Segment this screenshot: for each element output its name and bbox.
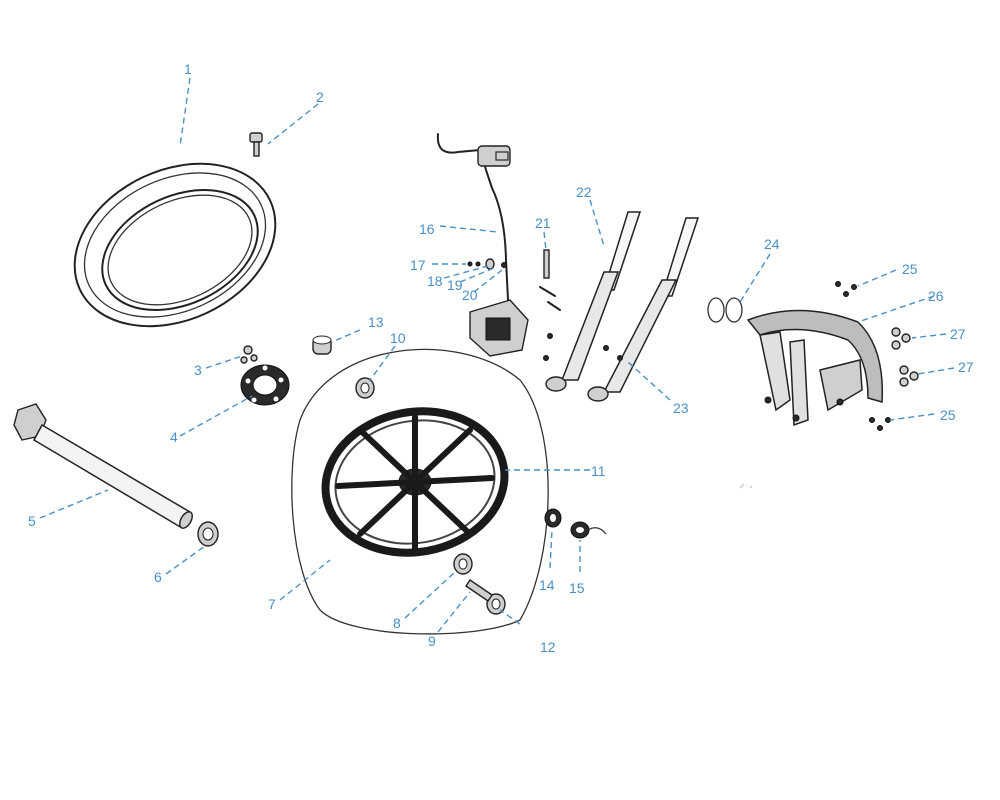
wheel-group-outline [291, 348, 549, 635]
callout-6: 6 [154, 569, 162, 585]
front-fork-left-illustration [545, 211, 642, 392]
fender-screws-top-illustration [835, 281, 857, 297]
callout-10: 10 [390, 330, 406, 346]
callout-26: 26 [928, 288, 944, 304]
wheel-rim-illustration [321, 407, 509, 557]
caliper-illustration [469, 299, 529, 357]
fender-washers-upper-illustration [891, 327, 911, 350]
callout-16: 16 [419, 221, 435, 237]
leader-lines [39, 77, 955, 633]
fender-washers-lower-illustration [899, 365, 919, 387]
callout-24: 24 [764, 236, 780, 252]
callout-23: 23 [673, 400, 689, 416]
callout-4: 4 [170, 429, 178, 445]
speedo-drive-illustration [570, 521, 607, 539]
callout-labels: 1 2 3 4 5 6 7 8 9 10 11 12 13 14 15 16 1… [28, 61, 974, 655]
clip-pair-illustration [707, 297, 743, 323]
inner-spacer-illustration [465, 579, 493, 602]
callout-17: 17 [410, 257, 426, 273]
callout-15: 15 [569, 580, 585, 596]
caliper-bolts-illustration [539, 286, 561, 311]
callout-25-top: 25 [902, 261, 918, 277]
callout-27-lower: 27 [958, 359, 974, 375]
callout-22: 22 [576, 184, 592, 200]
fender-screws-bottom-illustration [869, 417, 891, 431]
brake-hose-illustration [436, 133, 511, 301]
callout-25-bottom: 25 [940, 407, 956, 423]
fork-bolt-illustration [543, 249, 550, 279]
callout-12: 12 [540, 639, 556, 655]
bolt-set-illustration [240, 345, 258, 364]
callout-13: 13 [368, 314, 384, 330]
stray-mark [739, 483, 753, 489]
callout-27-upper: 27 [950, 326, 966, 342]
callout-5: 5 [28, 513, 36, 529]
callout-21: 21 [535, 215, 551, 231]
bearing-top-illustration [355, 377, 375, 399]
front-fork-right-illustration [587, 217, 700, 402]
spacer-illustration [197, 521, 219, 547]
callout-1: 1 [184, 61, 192, 77]
callout-14: 14 [539, 577, 555, 593]
callout-2: 2 [316, 89, 324, 105]
callout-11: 11 [591, 463, 606, 479]
callout-3: 3 [194, 362, 202, 378]
bearing-right-illustration [486, 593, 506, 615]
tire-illustration [73, 162, 277, 328]
collar-illustration [312, 335, 332, 355]
brake-disc-illustration [240, 364, 290, 406]
callout-18: 18 [427, 273, 443, 289]
front-fender-illustration [746, 309, 884, 427]
bearing-left-illustration [453, 553, 473, 575]
fork-mount-studs-illustration [543, 333, 623, 361]
callout-9: 9 [428, 633, 436, 649]
callout-19: 19 [447, 277, 463, 293]
callout-20: 20 [462, 287, 478, 303]
axle-illustration [13, 403, 193, 530]
nut-illustration [544, 508, 562, 528]
valve-illustration [249, 132, 263, 157]
caliper-small-parts-illustration [467, 258, 507, 270]
callout-8: 8 [393, 615, 401, 631]
callout-7: 7 [268, 596, 276, 612]
